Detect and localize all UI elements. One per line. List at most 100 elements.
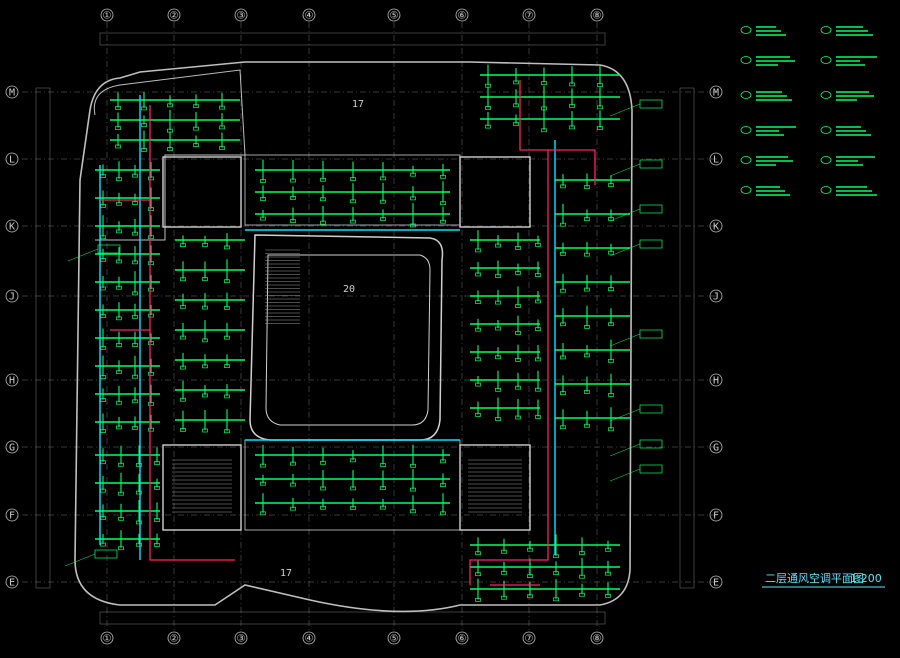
diffuser (224, 364, 230, 369)
diffuser (202, 305, 208, 310)
diffuser (219, 125, 225, 130)
diffuser (350, 458, 356, 463)
leader-line (609, 408, 641, 422)
diffuser (527, 574, 533, 578)
diffuser (167, 147, 173, 151)
diffuser (116, 259, 122, 264)
diffuser (202, 428, 208, 433)
diffuser (608, 392, 614, 397)
column-bubble (167, 8, 181, 22)
diffuser (475, 300, 481, 304)
column-bubble (590, 8, 604, 22)
column-label: ② (170, 634, 179, 645)
legend-symbol (740, 186, 752, 194)
diffuser (320, 505, 326, 510)
diffuser (515, 246, 521, 250)
column-bubble (100, 8, 114, 22)
diffuser (584, 217, 590, 221)
row-bubble (709, 152, 723, 166)
diffuser (219, 146, 225, 150)
row-label: J (9, 292, 15, 303)
diffuser (560, 251, 566, 256)
diffuser (320, 220, 326, 225)
diffuser (116, 343, 122, 347)
diffuser (193, 104, 199, 109)
diffuser (608, 358, 614, 363)
diffuser (579, 592, 585, 597)
diffuser (475, 248, 481, 253)
diffuser (202, 393, 208, 398)
annotation-box (639, 329, 663, 339)
diffuser (132, 201, 138, 205)
diffuser (180, 304, 186, 309)
diffuser (560, 355, 566, 360)
drawing-scale: 1:200 (850, 572, 882, 585)
column-bubble (590, 631, 604, 645)
diffuser (118, 546, 124, 551)
legend-symbol (740, 91, 752, 99)
column-label: ② (170, 11, 179, 22)
row-label: M (713, 88, 719, 99)
diffuser (584, 185, 590, 189)
diffuser (569, 104, 575, 108)
drawing-title: 二层通风空调平面图 (765, 571, 864, 585)
diffuser (116, 229, 122, 234)
diffuser (569, 125, 575, 130)
diffuser (485, 106, 491, 110)
legend-symbol (820, 126, 832, 134)
diffuser (380, 463, 386, 467)
diffuser (132, 374, 138, 379)
row-label: F (713, 511, 719, 522)
diffuser (320, 177, 326, 182)
diffuser (224, 245, 230, 250)
diffuser (148, 176, 154, 181)
diffuser (260, 481, 266, 486)
diffuser (495, 243, 501, 248)
diffuser (608, 322, 614, 327)
diffuser (560, 322, 566, 327)
room-mark-atrium: 20 (343, 284, 355, 295)
legend-symbol (820, 156, 832, 164)
diffuser (515, 385, 521, 390)
diffuser (132, 260, 138, 265)
diffuser (260, 511, 266, 516)
annotation-box (639, 464, 663, 474)
diffuser (148, 427, 154, 432)
diffuser (513, 122, 519, 126)
diffuser (180, 335, 186, 340)
row-label: G (713, 443, 719, 454)
diffuser (193, 143, 199, 147)
column-label: ⑥ (458, 634, 467, 645)
diffuser (515, 304, 521, 308)
leader-line (64, 553, 96, 567)
diffuser (560, 391, 566, 395)
diffuser (116, 177, 122, 182)
leader-line (609, 468, 641, 482)
diffuser (224, 279, 230, 284)
column-bubble (522, 631, 536, 645)
diffuser (475, 551, 481, 556)
diffuser (180, 397, 186, 402)
diffuser (320, 197, 326, 202)
diffuser (410, 172, 416, 177)
diffuser (515, 271, 521, 275)
diffuser (569, 82, 575, 87)
diffuser (501, 570, 507, 575)
diffuser (350, 219, 356, 224)
diffuser (515, 415, 521, 420)
diffuser (535, 415, 541, 419)
diffuser (350, 177, 356, 181)
legend-symbol (820, 56, 832, 64)
column-label: ③ (237, 634, 246, 645)
diffuser (260, 216, 266, 221)
column-label: ④ (305, 634, 314, 645)
diffuser (148, 207, 154, 211)
diffuser (260, 197, 266, 201)
column-label: ⑦ (525, 634, 534, 645)
annotation-box (639, 99, 663, 109)
diffuser (141, 123, 147, 127)
row-bubble (5, 85, 19, 99)
row-label: J (713, 292, 719, 303)
diffuser (154, 518, 160, 522)
